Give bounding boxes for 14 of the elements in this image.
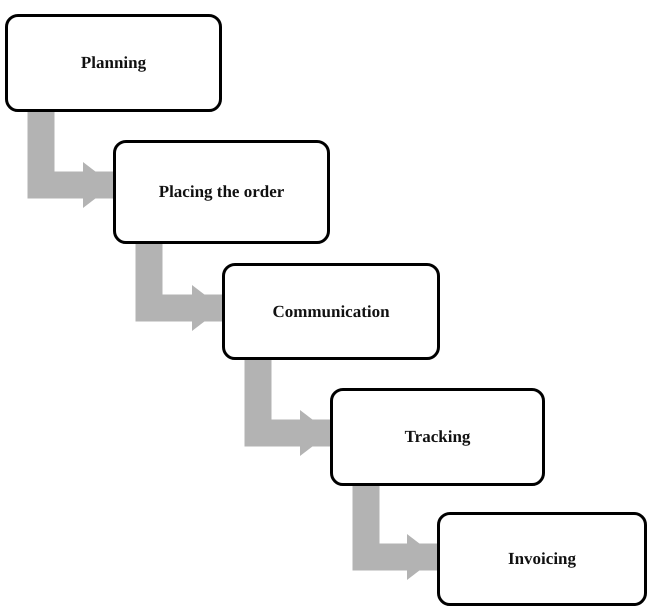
step-label: Placing the order (158, 182, 284, 202)
arrow (136, 244, 222, 331)
process-box (330, 388, 545, 486)
arrow (244, 360, 330, 456)
arrow (352, 486, 437, 580)
process-box (5, 14, 222, 112)
arrow (28, 112, 113, 208)
step-label: Planning (80, 53, 146, 73)
step-label: Tracking (404, 427, 470, 447)
process-box (222, 263, 440, 360)
process-box (437, 512, 647, 606)
step-label: Invoicing (508, 549, 576, 569)
process-box (113, 140, 330, 244)
step-label: Communication (272, 302, 390, 322)
